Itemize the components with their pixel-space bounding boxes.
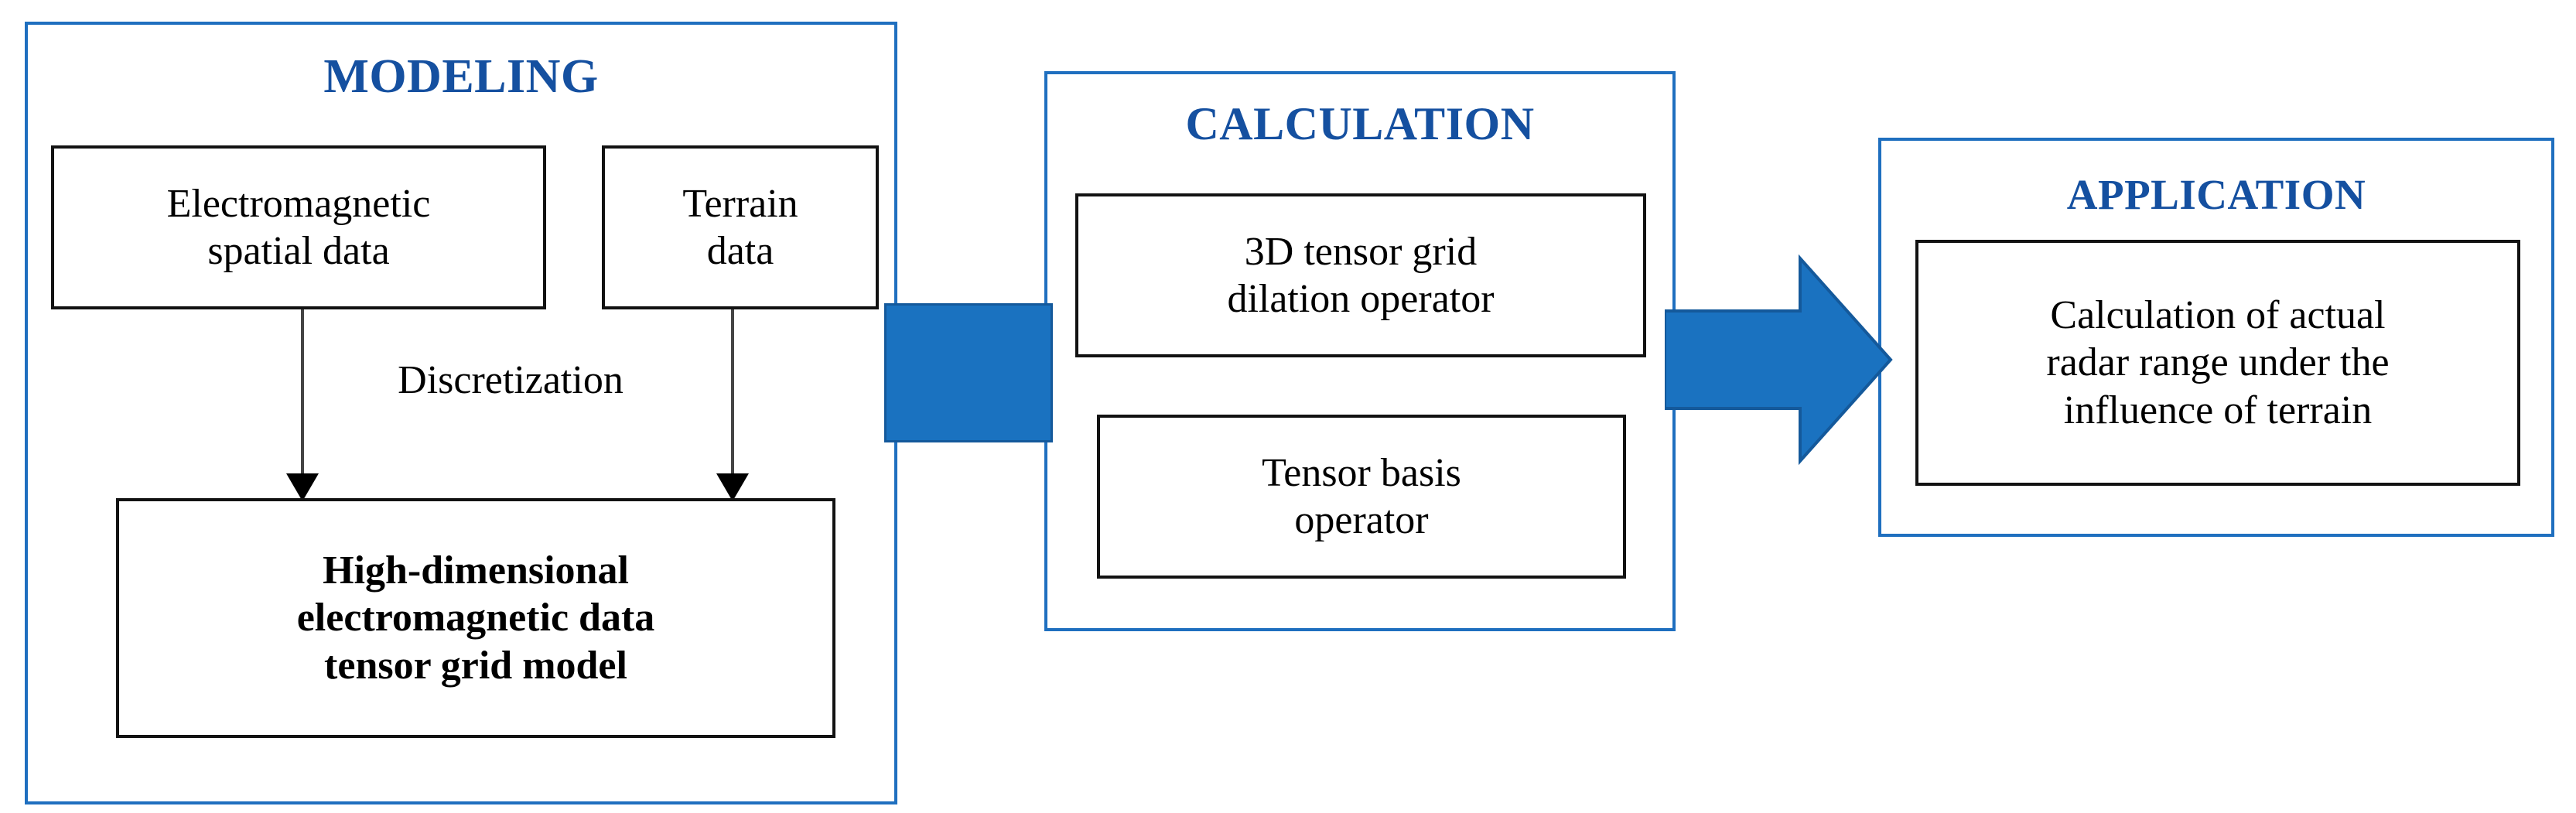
arrowhead-down-icon [286, 473, 319, 501]
box-electromagnetic-spatial-data-label: Electromagnetic spatial data [166, 181, 431, 273]
connector-modeling-to-calculation [884, 303, 1053, 442]
box-high-dimensional-model: High-dimensional electromagnetic data te… [116, 498, 835, 738]
edge-label-discretization: Discretization [398, 358, 624, 402]
box-tensor-basis-operator: Tensor basis operator [1097, 415, 1626, 579]
arrow-terrain-to-model [716, 309, 749, 501]
box-electromagnetic-spatial-data: Electromagnetic spatial data [51, 145, 546, 309]
arrow-electromagnetic-to-model [286, 309, 319, 501]
stage-title-application: APPLICATION [2066, 171, 2366, 218]
box-terrain-data: Terrain data [602, 145, 879, 309]
stage-title-modeling: MODELING [323, 50, 599, 103]
box-3d-tensor-grid-dilation-operator-label: 3D tensor grid dilation operator [1227, 229, 1495, 321]
arrowhead-down-icon [716, 473, 749, 501]
box-actual-radar-range-label: Calculation of actual radar range under … [2046, 292, 2390, 432]
box-actual-radar-range: Calculation of actual radar range under … [1915, 240, 2520, 486]
stage-title-calculation: CALCULATION [1185, 98, 1535, 149]
box-3d-tensor-grid-dilation-operator: 3D tensor grid dilation operator [1075, 193, 1646, 357]
block-arrow-right-icon [1665, 254, 1893, 466]
box-high-dimensional-model-label: High-dimensional electromagnetic data te… [296, 548, 655, 688]
arrow-shaft [301, 309, 304, 475]
connector-calculation-to-application [1665, 248, 1894, 472]
arrow-shaft [731, 309, 734, 475]
box-tensor-basis-operator-label: Tensor basis operator [1262, 450, 1461, 542]
box-terrain-data-label: Terrain data [682, 181, 798, 273]
